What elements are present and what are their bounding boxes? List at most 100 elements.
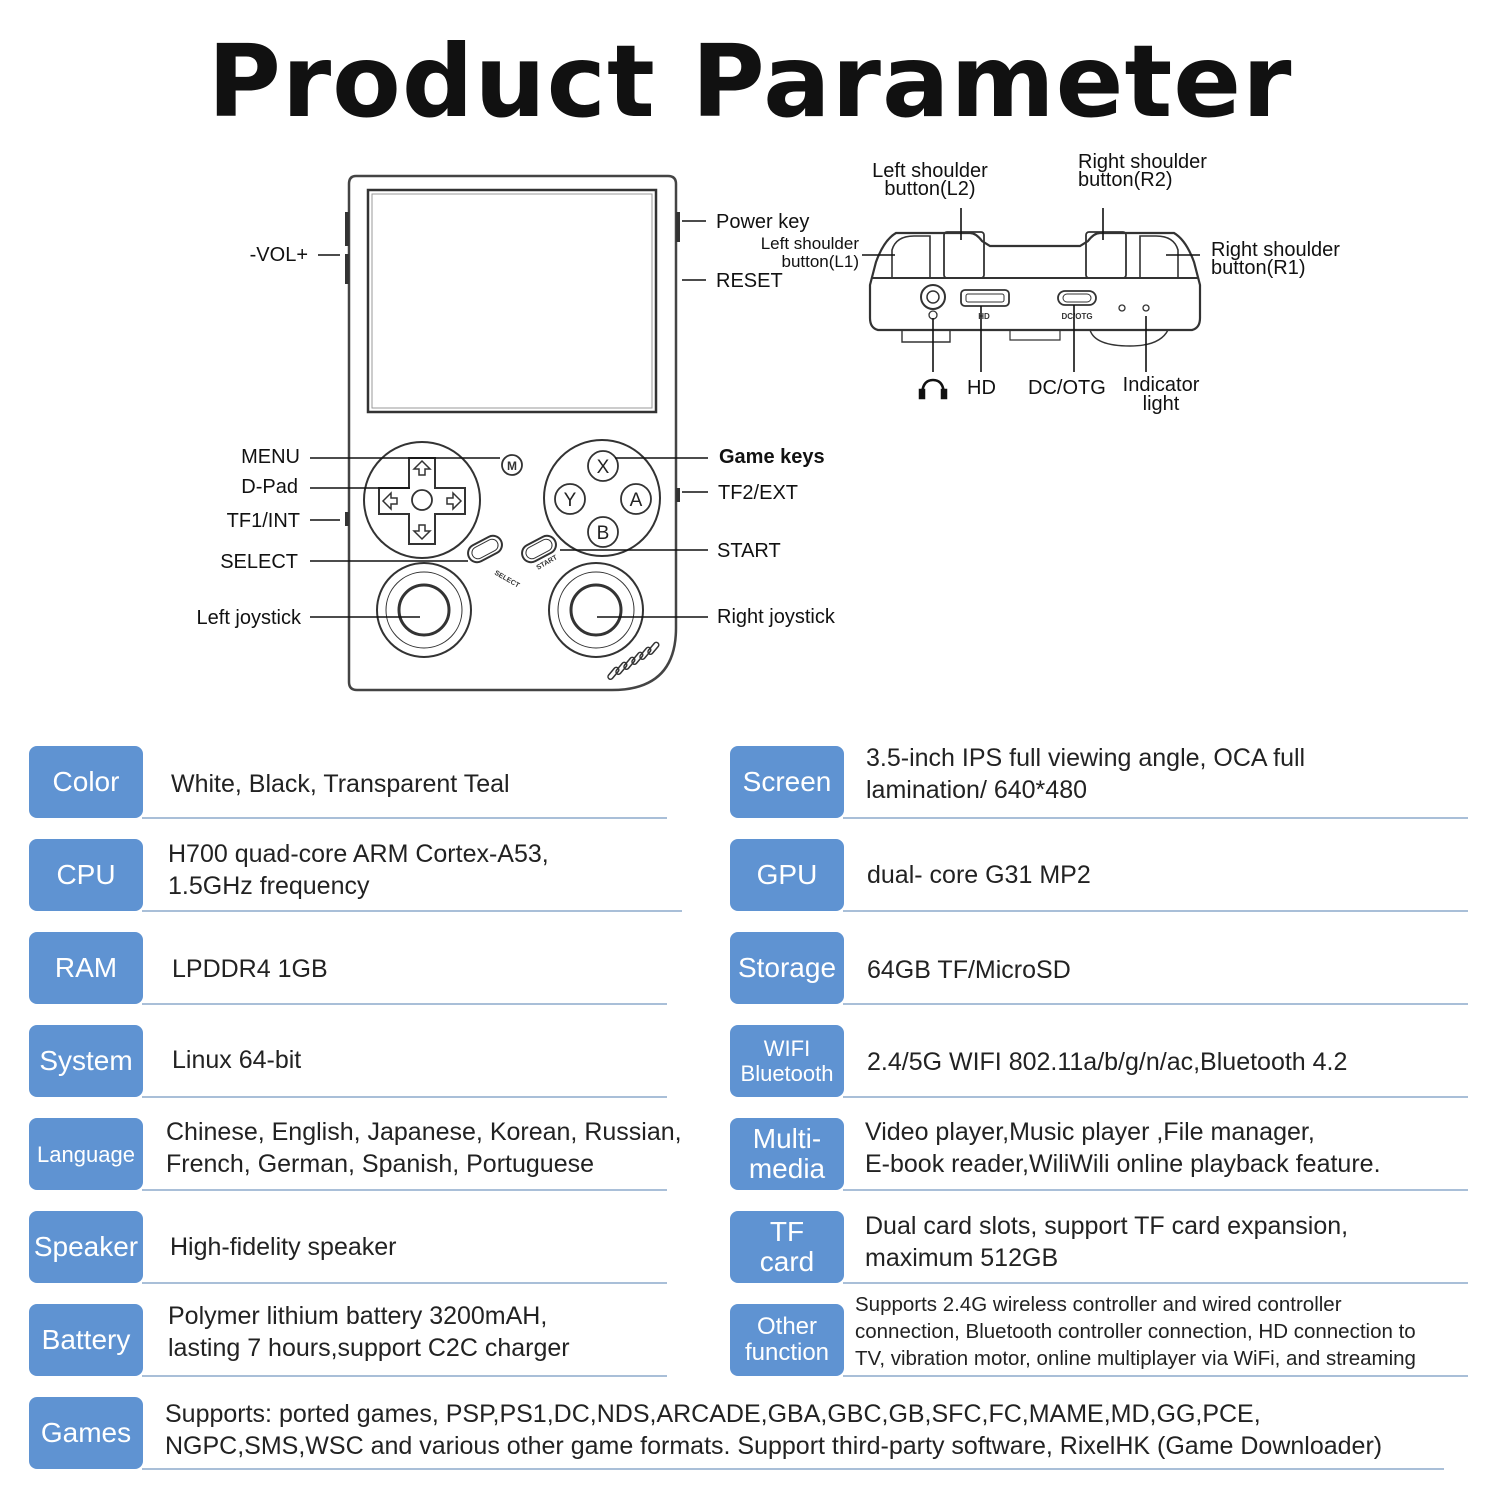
spec-divider bbox=[142, 1282, 667, 1284]
right-joystick bbox=[548, 562, 644, 658]
power-key-label: Power key bbox=[716, 211, 810, 233]
power-button bbox=[676, 212, 680, 242]
spec-value-multimedia-line2: E-book reader,WiliWili online playback f… bbox=[865, 1150, 1381, 1178]
dpad-label: D-Pad bbox=[241, 476, 298, 498]
spec-label-tfcard-line2: card bbox=[759, 1246, 815, 1277]
spec-label-other-line2: function bbox=[744, 1339, 830, 1366]
screen-outline bbox=[366, 188, 658, 414]
device-illustration: M X Y A B SELECT START bbox=[310, 174, 1202, 692]
l1-button bbox=[891, 235, 931, 278]
spec-value-games-line2: NGPC,SMS,WSC and various other game form… bbox=[165, 1432, 1383, 1460]
r1-label-line2: button(R1) bbox=[1211, 257, 1306, 279]
left-joystick-label: Left joystick bbox=[196, 607, 301, 629]
spec-divider bbox=[142, 817, 667, 819]
dcotg-label: DC/OTG bbox=[1028, 377, 1106, 399]
spec-divider bbox=[142, 1189, 667, 1191]
spec-value-cpu: H700 quad-core ARM Cortex-A53, 1.5GHz fr… bbox=[168, 838, 549, 902]
face-buttons-ring bbox=[543, 439, 661, 557]
l1-label-line1: Left shoulder bbox=[760, 234, 859, 253]
l1-label: Left shoulder button(L1) bbox=[720, 235, 859, 271]
r1-label: Right shoulder button(R1) bbox=[1211, 240, 1340, 279]
r2-button bbox=[1085, 231, 1127, 279]
spec-label-speaker: Speaker bbox=[29, 1211, 143, 1283]
vol-label: -VOL+ bbox=[249, 244, 308, 266]
left-joystick bbox=[376, 562, 472, 658]
spec-value-other: Supports 2.4G wireless controller and wi… bbox=[855, 1291, 1491, 1372]
spec-label-wifi-line2: Bluetooth bbox=[740, 1061, 834, 1086]
indicator-label: Indicator light bbox=[1108, 374, 1214, 415]
menu-label: MENU bbox=[241, 446, 300, 468]
spec-label-multimedia-line1: Multi- bbox=[752, 1123, 822, 1154]
spec-value-tfcard: Dual card slots, support TF card expansi… bbox=[865, 1210, 1348, 1274]
spec-value-battery-line2: lasting 7 hours,support C2C charger bbox=[168, 1334, 570, 1362]
spec-value-gpu: dual- core G31 MP2 bbox=[867, 861, 1091, 889]
a-button: A bbox=[630, 490, 643, 511]
l2-button bbox=[943, 231, 985, 279]
spec-label-battery: Battery bbox=[29, 1304, 143, 1376]
l2-label-line1: Left shoulder bbox=[872, 160, 988, 182]
menu-button bbox=[501, 454, 523, 476]
spec-label-games: Games bbox=[29, 1397, 143, 1469]
spec-divider bbox=[843, 817, 1468, 819]
spec-value-language-line1: Chinese, English, Japanese, Korean, Russ… bbox=[166, 1118, 682, 1146]
spec-label-screen: Screen bbox=[730, 746, 844, 818]
svg-text:SELECT: SELECT bbox=[493, 570, 521, 590]
headphone-icon bbox=[918, 378, 948, 400]
dpad-icon bbox=[378, 457, 466, 545]
spec-value-screen-line1: 3.5-inch IPS full viewing angle, OCA ful… bbox=[866, 744, 1306, 772]
spec-value-color: White, Black, Transparent Teal bbox=[171, 770, 510, 798]
spec-label-storage: Storage bbox=[730, 932, 844, 1004]
spec-value-storage: 64GB TF/MicroSD bbox=[867, 956, 1071, 984]
spec-value-screen-line2: lamination/ 640*480 bbox=[866, 776, 1087, 804]
spec-divider bbox=[843, 1375, 1468, 1377]
y-button: Y bbox=[564, 490, 577, 511]
dpad-ring bbox=[363, 441, 481, 559]
spec-value-other-line2: connection, Bluetooth controller connect… bbox=[855, 1320, 1416, 1343]
indicator-label-line1: Indicator bbox=[1122, 374, 1200, 396]
spec-label-wifi: WIFI Bluetooth bbox=[730, 1025, 844, 1097]
spec-value-games: Supports: ported games, PSP,PS1,DC,NDS,A… bbox=[165, 1398, 1382, 1462]
spec-value-multimedia-line1: Video player,Music player ,File manager, bbox=[865, 1118, 1315, 1146]
spec-divider bbox=[142, 910, 682, 912]
r2-label: Right shoulder button(R2) bbox=[1078, 152, 1207, 191]
spec-value-games-line1: Supports: ported games, PSP,PS1,DC,NDS,A… bbox=[165, 1400, 1261, 1428]
spec-label-wifi-line1: WIFI bbox=[763, 1036, 811, 1061]
spec-value-battery: Polymer lithium battery 3200mAH, lasting… bbox=[168, 1300, 570, 1364]
svg-text:HD: HD bbox=[978, 312, 990, 321]
spec-value-wifi: 2.4/5G WIFI 802.11a/b/g/n/ac,Bluetooth 4… bbox=[867, 1048, 1348, 1076]
spec-value-battery-line1: Polymer lithium battery 3200mAH, bbox=[168, 1302, 548, 1330]
spec-divider bbox=[843, 1096, 1468, 1098]
l2-label: Left shoulder button(L2) bbox=[855, 160, 1005, 200]
page-title: Product Parameter bbox=[207, 23, 1293, 140]
speaker-grille bbox=[607, 641, 660, 681]
spec-value-tfcard-line1: Dual card slots, support TF card expansi… bbox=[865, 1212, 1349, 1240]
headphone-jack bbox=[920, 284, 946, 310]
l2-label-line2: button(L2) bbox=[884, 178, 976, 200]
reset-label: RESET bbox=[716, 270, 783, 292]
device-top-view: HD DC/OTG bbox=[862, 208, 1202, 400]
indicator-light bbox=[1118, 304, 1126, 312]
r2-label-line2: button(R2) bbox=[1078, 169, 1173, 191]
game-keys-label: Game keys bbox=[719, 446, 825, 468]
spec-label-color: Color bbox=[29, 746, 143, 818]
x-button: X bbox=[597, 457, 610, 478]
spec-divider bbox=[142, 1468, 1444, 1470]
hd-label: HD bbox=[967, 377, 996, 399]
spec-divider bbox=[142, 1003, 667, 1005]
r1-button bbox=[1139, 235, 1179, 278]
spec-value-multimedia: Video player,Music player ,File manager,… bbox=[865, 1116, 1381, 1180]
spec-value-speaker: High-fidelity speaker bbox=[170, 1233, 397, 1261]
spec-label-multimedia-line2: media bbox=[748, 1153, 826, 1184]
indicator-label-line2: light bbox=[1142, 393, 1180, 415]
right-joystick-label: Right joystick bbox=[717, 606, 835, 628]
select-button bbox=[467, 534, 503, 564]
spec-divider bbox=[843, 1282, 1468, 1284]
select-label: SELECT bbox=[220, 551, 298, 573]
spec-label-cpu: CPU bbox=[29, 839, 143, 911]
tf1-label: TF1/INT bbox=[226, 510, 300, 532]
start-button bbox=[521, 534, 557, 564]
spec-value-cpu-line1: H700 quad-core ARM Cortex-A53, bbox=[168, 840, 549, 868]
volume-button-left bbox=[345, 212, 349, 246]
spec-divider bbox=[142, 1096, 667, 1098]
spec-label-gpu: GPU bbox=[730, 839, 844, 911]
